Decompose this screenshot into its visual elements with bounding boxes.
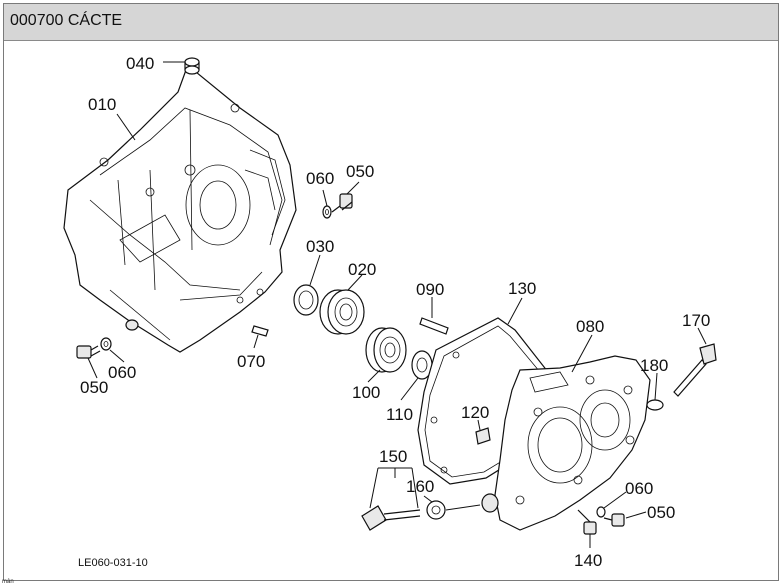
dowel-pin-040 [184,57,200,75]
callout-130: 130 [508,279,536,298]
callout-160: 160 [406,477,434,496]
dowel-pin-090 [419,317,449,335]
diagram-code: LE060-031-10 [78,557,148,569]
callout-060-top: 060 [306,169,334,188]
callout-010: 010 [88,95,116,114]
washer-060-right [596,506,606,518]
callout-150: 150 [379,447,407,466]
callout-080: 080 [576,317,604,336]
callout-labels: 040 010 060 050 030 020 090 130 080 170 … [80,54,710,570]
callout-050-left: 050 [80,378,108,397]
title-bar: 000700 CÁCTE [4,4,778,41]
bearing-020 [319,289,365,335]
footer-text: mân [2,579,14,585]
callout-050-top: 050 [346,162,374,181]
callout-040: 040 [126,54,154,73]
o-ring-180 [646,399,664,411]
drain-plug-150 [361,505,421,531]
callout-070: 070 [237,352,265,371]
callout-180: 180 [640,356,668,375]
crankcase-housing [63,69,297,353]
callout-090: 090 [416,280,444,299]
bolt-140 [577,509,597,535]
washer-160 [426,500,446,520]
crankcase-cover-080 [481,355,651,531]
pin-070 [251,325,269,337]
callout-060-right: 060 [625,479,653,498]
callout-100: 100 [352,383,380,402]
leader-lines [87,61,707,548]
bolt-050-right [603,513,625,527]
washer-060-left [100,337,112,351]
callout-170: 170 [682,311,710,330]
callout-030: 030 [306,237,334,256]
oil-seal-030 [293,284,319,316]
callout-050-right: 050 [647,503,675,522]
callout-140: 140 [574,551,602,570]
bolt-050-left [76,345,101,359]
plug-120 [475,427,491,445]
dipstick-170 [673,343,717,397]
callout-110: 110 [386,405,413,424]
callout-060-left: 060 [108,363,136,382]
washer-060-top [322,205,332,219]
callout-020: 020 [348,260,376,279]
bolt-050-top [331,193,353,213]
callout-120: 120 [461,403,489,422]
bearing-100 [365,327,407,373]
page-title: 000700 CÁCTE [10,12,123,29]
